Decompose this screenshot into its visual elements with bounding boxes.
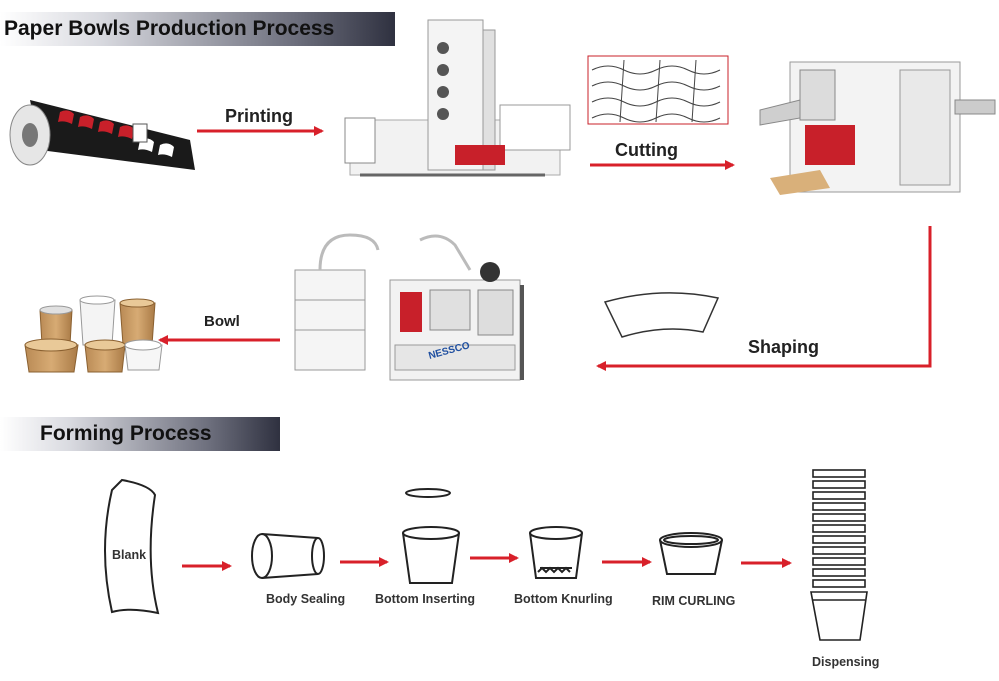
forming-title: Forming Process: [40, 422, 212, 445]
bowl-forming-machine: [294, 233, 524, 381]
printed-paper-roll: [9, 100, 195, 170]
dispensing-label: Dispensing: [812, 655, 880, 669]
blank-shape: [603, 292, 720, 338]
die-cutting-machine: [759, 61, 996, 195]
blank-label: Blank: [112, 548, 147, 562]
bottom-inserting-label: Bottom Inserting: [375, 592, 475, 606]
cutting-label: Cutting: [615, 140, 678, 160]
bowl-label: Bowl: [204, 313, 240, 330]
finished-bowls: [24, 295, 163, 373]
bottom-knurling-label: Bottom Knurling: [514, 592, 613, 606]
production-banner: [0, 12, 395, 46]
forming-title-box: Forming Process: [40, 417, 212, 451]
body-sealing-label: Body Sealing: [266, 592, 346, 606]
production-title-box: Paper Bowls Production Process: [4, 12, 334, 46]
blank-sheet: [104, 478, 160, 615]
bottom-inserting-cup: [402, 488, 460, 584]
shaping-label: Shaping: [748, 337, 819, 357]
arrow-shaping: [596, 226, 932, 371]
body-sealing-cup: [251, 533, 325, 579]
production-title: Paper Bowls Production Process: [4, 17, 335, 40]
printing-machine: [344, 19, 571, 177]
dispensing-stack: [810, 469, 868, 641]
bottom-knurling-cup: [529, 526, 583, 579]
forming-banner: [0, 417, 280, 451]
cutting-pattern: [587, 55, 729, 125]
rim-curling-label: RIM CURLING: [652, 594, 736, 608]
rim-curling-cup: [659, 532, 723, 575]
printing-label: Printing: [225, 106, 293, 126]
